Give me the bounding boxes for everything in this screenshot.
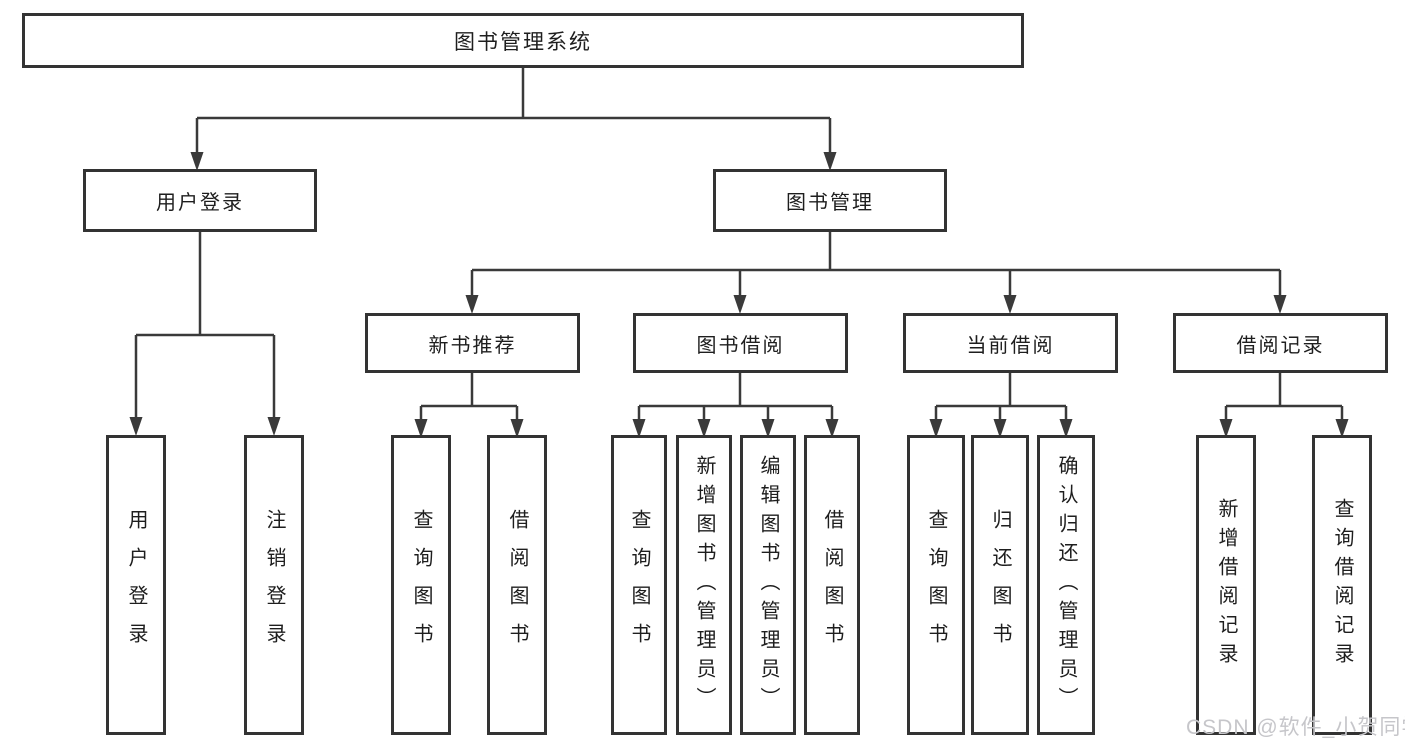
node-label: 注销登录 bbox=[263, 509, 285, 661]
node-library-management-system: 图书管理系统 bbox=[22, 13, 1024, 68]
leaf-return-books: 归还图书 bbox=[971, 435, 1029, 735]
leaf-add-borrow-record: 新增借阅记录 bbox=[1196, 435, 1256, 735]
node-label: 新书推荐 bbox=[428, 334, 517, 357]
leaf-edit-books-admin: 编辑图书（管理员） bbox=[740, 435, 796, 735]
node-label: 查询借阅记录 bbox=[1331, 498, 1353, 672]
node-label: 图书管理 bbox=[786, 192, 874, 214]
node-user-login: 用户登录 bbox=[83, 169, 317, 232]
node-label: 查询图书 bbox=[925, 509, 947, 661]
leaf-logout: 注销登录 bbox=[244, 435, 304, 735]
leaf-user-login: 用户登录 bbox=[106, 435, 166, 735]
node-label: 图书借阅 bbox=[696, 334, 785, 357]
node-label: 新增图书（管理员） bbox=[693, 454, 715, 716]
leaf-query-borrow-record: 查询借阅记录 bbox=[1312, 435, 1372, 735]
leaf-query-books-current: 查询图书 bbox=[907, 435, 965, 735]
csdn-watermark: CSDN @软件_小贺同学 bbox=[1186, 716, 1405, 739]
leaf-query-books-recommend: 查询图书 bbox=[391, 435, 451, 735]
node-borrow-records: 借阅记录 bbox=[1173, 313, 1388, 373]
node-label: 当前借阅 bbox=[966, 334, 1055, 357]
node-label: 借阅图书 bbox=[506, 509, 528, 661]
leaf-borrow-books: 借阅图书 bbox=[804, 435, 860, 735]
node-current-borrow: 当前借阅 bbox=[903, 313, 1118, 373]
node-label: 借阅记录 bbox=[1236, 334, 1325, 357]
node-label: 借阅图书 bbox=[821, 509, 843, 661]
leaf-query-books-borrow: 查询图书 bbox=[611, 435, 667, 735]
node-label: 查询图书 bbox=[410, 509, 432, 661]
leaf-borrow-books-recommend: 借阅图书 bbox=[487, 435, 547, 735]
node-label: 图书管理系统 bbox=[454, 30, 592, 54]
node-label: 查询图书 bbox=[628, 509, 650, 661]
node-label: 用户登录 bbox=[125, 509, 147, 661]
node-label: 确认归还（管理员） bbox=[1055, 454, 1077, 716]
node-new-book-recommend: 新书推荐 bbox=[365, 313, 580, 373]
node-label: 用户登录 bbox=[156, 192, 244, 214]
node-book-borrow: 图书借阅 bbox=[633, 313, 848, 373]
node-label: 编辑图书（管理员） bbox=[757, 454, 779, 716]
node-label: 新增借阅记录 bbox=[1215, 498, 1237, 672]
leaf-add-books-admin: 新增图书（管理员） bbox=[676, 435, 732, 735]
node-book-management: 图书管理 bbox=[713, 169, 947, 232]
node-label: 归还图书 bbox=[989, 509, 1011, 661]
leaf-confirm-return-admin: 确认归还（管理员） bbox=[1037, 435, 1095, 735]
